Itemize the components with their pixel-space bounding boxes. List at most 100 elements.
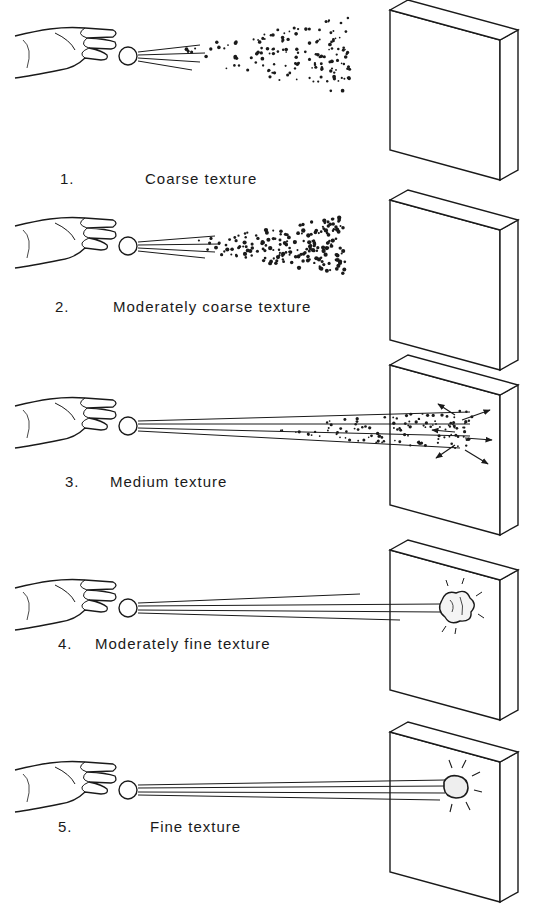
soil-particle (453, 416, 455, 418)
soil-particle (381, 436, 384, 439)
soil-particle (335, 37, 337, 39)
soil-particle (296, 231, 300, 235)
soil-particle (456, 427, 459, 430)
soil-particle (375, 441, 377, 443)
soil-particle (289, 31, 291, 33)
soil-particle (330, 244, 334, 248)
soil-particle (286, 38, 289, 41)
soil-particle (343, 78, 345, 80)
soil-particle (450, 442, 453, 445)
soil-particle (392, 416, 394, 418)
hand (15, 27, 116, 78)
soil-particle (322, 263, 325, 266)
soil-particle (278, 249, 280, 251)
callout-number: 5. (58, 818, 73, 835)
soil-particle (452, 421, 455, 424)
soil-particle (238, 64, 240, 66)
soil-particle (449, 436, 451, 438)
soil-particle (325, 246, 329, 250)
wall-panel (390, 0, 518, 180)
soil-particle (314, 256, 318, 260)
soil-particle (208, 242, 211, 245)
soil-particle (262, 64, 264, 66)
soil-particle (435, 423, 437, 425)
soil-particle (293, 240, 297, 244)
soil-particle (321, 66, 324, 69)
soil-particle (316, 40, 319, 43)
soil-particle (288, 247, 291, 250)
soil-particle (376, 432, 379, 435)
soil-particle (356, 417, 359, 420)
stuck-ball (444, 760, 482, 812)
soil-particle (285, 243, 288, 246)
soil-particle (293, 26, 296, 29)
soil-particle (317, 80, 319, 82)
soil-particle (330, 59, 334, 63)
soil-particle (298, 430, 301, 433)
soil-particle (282, 48, 285, 51)
soil-particle (318, 28, 321, 31)
soil-particle (319, 267, 323, 271)
soil-particle (315, 41, 318, 44)
soil-particle (314, 62, 316, 64)
soil-particle (327, 430, 329, 432)
soil-particle (329, 269, 331, 271)
soil-particle (316, 249, 318, 251)
soil-particle (225, 244, 228, 247)
soil-particle (453, 425, 456, 428)
soil-particle (283, 32, 285, 34)
soil-particle (396, 428, 399, 431)
soil-particle (287, 236, 291, 240)
soil-particle (328, 49, 330, 51)
soil-particle (370, 434, 373, 437)
soil-particle (361, 426, 363, 428)
soil-particle (337, 220, 340, 223)
soil-particle (308, 58, 311, 61)
soil-particle (233, 236, 236, 239)
soil-particle (333, 77, 336, 80)
soil-particle (392, 422, 395, 425)
soil-particle (251, 246, 254, 249)
soil-particle (243, 252, 247, 256)
soil-particle (348, 77, 351, 80)
soil-particle (341, 272, 344, 275)
soil-particle (246, 232, 248, 234)
soil-particle (209, 47, 212, 50)
soil-particle (335, 253, 339, 257)
soil-particle (310, 220, 313, 223)
soil-particle (281, 39, 284, 42)
soil-particle (354, 428, 356, 430)
soil-particle (320, 62, 323, 65)
soil-particle (342, 49, 345, 52)
soil-particle (321, 260, 324, 263)
soil-particle (261, 241, 265, 245)
soil-particle (246, 68, 249, 71)
soil-particle (314, 231, 318, 235)
soil-particle (279, 239, 282, 242)
soil-particle (328, 19, 330, 21)
soil-particle (311, 434, 313, 436)
hand (15, 217, 116, 268)
soil-particle (304, 27, 308, 31)
soil-particle (218, 242, 221, 245)
soil-particle (302, 252, 305, 255)
soil-particle (409, 413, 412, 416)
soil-particle (261, 57, 265, 61)
soil-particle (265, 231, 269, 235)
soil-particle (294, 55, 297, 58)
soil-particle (255, 52, 259, 56)
soil-particle (308, 77, 310, 79)
soil-particle (438, 434, 441, 437)
soil-particle (279, 252, 281, 254)
texture-label: Fine texture (150, 818, 241, 835)
soil-particle (331, 217, 334, 220)
soil-particle (272, 48, 275, 51)
soil-particle (272, 230, 274, 232)
soil-particle (319, 435, 321, 437)
soil-particle (301, 228, 305, 232)
soil-particle (258, 40, 261, 43)
soil-particle (264, 38, 266, 40)
soil-particle (230, 247, 234, 251)
